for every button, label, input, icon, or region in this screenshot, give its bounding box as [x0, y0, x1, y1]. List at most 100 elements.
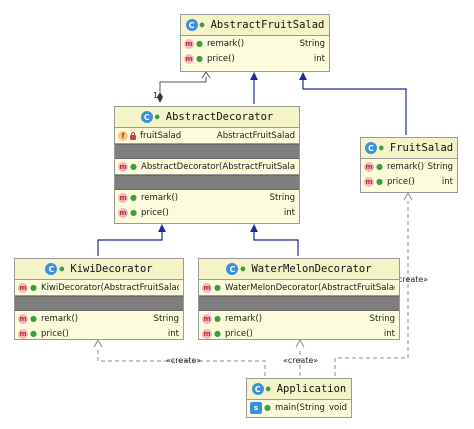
- class-icon: C: [140, 111, 153, 123]
- methods-section: m ● remark() String m ● price() int: [15, 311, 183, 341]
- method-icon: m: [18, 313, 28, 324]
- field-name: fruitSalad: [140, 130, 182, 141]
- public-visibility-icon: ●: [214, 328, 221, 338]
- constructor-name: KiwiDecorator(AbstractFruitSalad): [41, 282, 179, 293]
- method-type: int: [383, 328, 395, 339]
- empty-compartment: [115, 175, 299, 190]
- class-kiwidecorator[interactable]: C ● KiwiDecorator m ● KiwiDecorator(Abst…: [14, 258, 184, 340]
- method-row[interactable]: s ● main(String[]) void: [247, 400, 351, 415]
- method-row[interactable]: m ● remark() String: [361, 159, 457, 174]
- method-row[interactable]: m ● price() int: [199, 326, 399, 341]
- method-row[interactable]: m ● remark() String: [115, 190, 299, 205]
- methods-section: m ● remark() String m ● price() int: [115, 190, 299, 220]
- method-icon: m: [364, 176, 374, 187]
- constructor-row[interactable]: m ● KiwiDecorator(AbstractFruitSalad): [15, 280, 183, 295]
- constructors-section: m ● KiwiDecorator(AbstractFruitSalad): [15, 280, 183, 296]
- public-visibility-icon: ●: [214, 282, 221, 292]
- constructor-name: WaterMelonDecorator(AbstractFruitSalad): [225, 282, 395, 293]
- method-name: remark(): [387, 161, 424, 172]
- method-row[interactable]: m ● price() int: [115, 205, 299, 220]
- public-visibility-icon: ●: [30, 313, 37, 323]
- class-icon: C: [364, 142, 377, 154]
- methods-section: s ● main(String[]) void: [247, 400, 351, 415]
- public-visibility-icon: ●: [265, 384, 271, 393]
- method-name: price(): [207, 53, 235, 64]
- method-row[interactable]: m ● price() int: [181, 51, 329, 66]
- public-visibility-icon: ●: [378, 143, 384, 152]
- class-name: FruitSalad: [389, 142, 454, 154]
- method-row[interactable]: m ● remark() String: [199, 311, 399, 326]
- method-icon: m: [202, 328, 212, 339]
- method-icon: m: [184, 38, 194, 49]
- constructor-row[interactable]: m ● AbstractDecorator(AbstractFruitSalad…: [115, 159, 299, 174]
- methods-section: m ● remark() String m ● price() int: [361, 159, 457, 189]
- method-row[interactable]: m ● price() int: [361, 174, 457, 189]
- class-application[interactable]: C ● Application s ● main(String[]) void: [246, 378, 352, 418]
- inheritance-abstractdecorator: [250, 72, 258, 104]
- public-visibility-icon: ●: [130, 161, 137, 171]
- constructor-row[interactable]: m ● WaterMelonDecorator(AbstractFruitSal…: [199, 280, 399, 295]
- class-name: AbstractFruitSalad: [210, 19, 325, 31]
- fields-section: f fruitSalad AbstractFruitSalad: [115, 128, 299, 144]
- class-icon: C: [45, 263, 58, 275]
- public-visibility-icon: ●: [30, 328, 37, 338]
- method-row[interactable]: m ● remark() String: [15, 311, 183, 326]
- method-icon: m: [118, 161, 128, 172]
- method-type: void: [329, 402, 347, 413]
- public-visibility-icon: ●: [376, 161, 383, 171]
- dependency-create-watermelon: [295, 338, 305, 376]
- inheritance-watermelondecorator: [250, 224, 299, 256]
- method-icon: m: [18, 328, 28, 339]
- class-name: Application: [276, 383, 347, 395]
- empty-compartment: [115, 144, 299, 159]
- field-type: AbstractFruitSalad: [216, 130, 295, 141]
- method-name: remark(): [225, 313, 263, 324]
- aggregation-fruitsalad: [157, 71, 211, 103]
- method-type: String: [153, 313, 179, 324]
- method-row[interactable]: m ● price() int: [15, 326, 183, 341]
- class-fruitsalad[interactable]: C ● FruitSalad m ● remark() String m ● p…: [360, 137, 458, 193]
- method-type: String: [369, 313, 395, 324]
- inheritance-kiwidecorator: [97, 224, 166, 256]
- method-type: String: [269, 192, 295, 203]
- method-icon: m: [202, 282, 212, 293]
- method-icon: m: [184, 53, 194, 64]
- public-visibility-icon: ●: [240, 264, 246, 273]
- inheritance-fruitsalad: [299, 72, 407, 135]
- public-visibility-icon: ●: [130, 192, 137, 202]
- constructors-section: m ● WaterMelonDecorator(AbstractFruitSal…: [199, 280, 399, 296]
- method-name: remark(): [207, 38, 245, 49]
- private-lock-icon: [130, 131, 136, 140]
- class-abstractdecorator[interactable]: C ● AbstractDecorator f fruitSalad Abstr…: [114, 106, 300, 224]
- field-row[interactable]: f fruitSalad AbstractFruitSalad: [115, 128, 299, 143]
- method-type: int: [167, 328, 179, 339]
- static-method-icon: s: [250, 401, 262, 414]
- class-icon: C: [185, 19, 198, 31]
- class-watermelondecorator[interactable]: C ● WaterMelonDecorator m ● WaterMelonDe…: [198, 258, 400, 340]
- method-icon: m: [364, 161, 374, 172]
- empty-compartment: [15, 296, 183, 311]
- method-name: price(): [41, 328, 69, 339]
- public-visibility-icon: ●: [196, 38, 203, 48]
- class-icon: C: [226, 263, 239, 275]
- method-name: price(): [225, 328, 253, 339]
- method-type: int: [313, 53, 325, 64]
- constructors-section: m ● AbstractDecorator(AbstractFruitSalad…: [115, 159, 299, 175]
- public-visibility-icon: ●: [130, 207, 137, 217]
- method-name: price(): [141, 207, 169, 218]
- dependency-create-kiwi: [93, 338, 266, 376]
- method-name: remark(): [141, 192, 179, 203]
- methods-section: m ● remark() String m ● price() int: [199, 311, 399, 341]
- class-icon: C: [251, 383, 264, 395]
- create-label-watermelon: «create»: [283, 356, 319, 365]
- constructor-name: AbstractDecorator(AbstractFruitSalad): [141, 161, 295, 172]
- class-abstractfruitsalad[interactable]: C ● AbstractFruitSalad m ● remark() Stri…: [180, 14, 330, 72]
- public-visibility-icon: ●: [30, 282, 37, 292]
- method-icon: m: [18, 282, 28, 293]
- empty-compartment: [199, 296, 399, 311]
- method-row[interactable]: m ● remark() String: [181, 36, 329, 51]
- public-visibility-icon: ●: [376, 176, 383, 186]
- method-name: price(): [387, 176, 415, 187]
- public-visibility-icon: ●: [196, 53, 203, 63]
